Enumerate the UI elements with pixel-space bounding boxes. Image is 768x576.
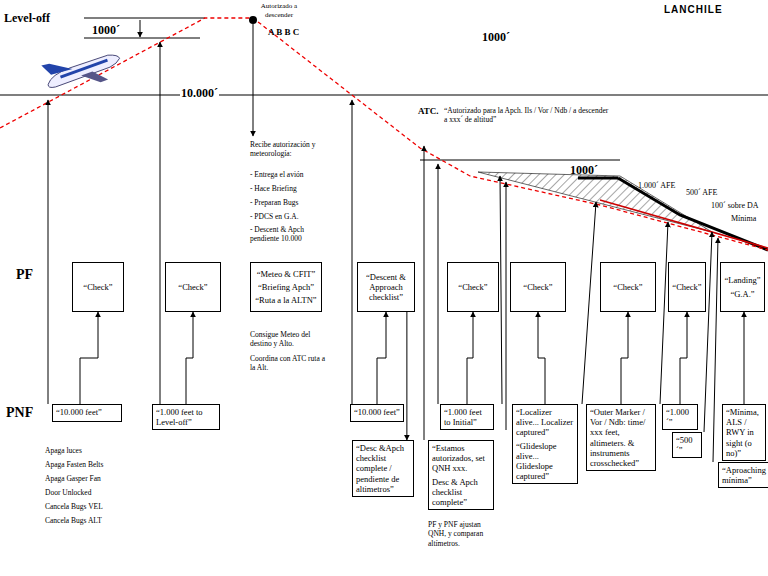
annotation-text: - Entrega el avión bbox=[250, 170, 330, 179]
annotation-text: - Hace Briefing bbox=[250, 184, 330, 193]
annotation-text: 1.000´ AFE bbox=[638, 181, 675, 191]
pnf-callout-box: “Localizer alive... Localizer captured”“… bbox=[512, 404, 578, 484]
flight-path bbox=[0, 18, 768, 250]
box-text: “Aproaching mínima” bbox=[722, 465, 768, 485]
connector-arrow bbox=[406, 312, 407, 440]
pnf-callout-box: “Desc &Apch checklist complete / pendien… bbox=[352, 440, 414, 497]
annotation-text: PF bbox=[16, 266, 33, 284]
pf-callout-box: “Check” bbox=[447, 262, 499, 312]
pf-callout-box: “Meteo & CFIT” “Briefing Apch” “Ruta a la … bbox=[250, 262, 322, 312]
box-text: “Check” bbox=[672, 282, 702, 292]
glide-path-red bbox=[600, 200, 768, 248]
annotation-text: A B B C bbox=[268, 27, 299, 38]
annotation-text: ATC. bbox=[418, 106, 439, 117]
pnf-callout-box: “Estamos autorizados, set QNH xxx.Desc &… bbox=[428, 440, 494, 510]
pf-callout-box: “Landing” “G.A.” bbox=[720, 262, 765, 312]
annotation-text: 1000´ bbox=[92, 23, 120, 38]
box-text: “Localizer alive... Localizer captured” bbox=[516, 407, 574, 438]
pnf-callout-box: “1.000 feet to Initial” bbox=[440, 404, 494, 430]
box-text: “Landing” bbox=[724, 275, 761, 285]
box-text: “Check” bbox=[76, 282, 120, 292]
annotation-text: Apaga luces bbox=[45, 446, 82, 455]
box-text: “Meteo & CFIT” bbox=[254, 269, 318, 279]
box-text: “Briefing Apch” bbox=[254, 282, 318, 292]
connector-arrow bbox=[467, 312, 473, 404]
annotation-text: 1000´ bbox=[482, 30, 510, 45]
connector-arrow bbox=[744, 312, 745, 404]
annotation-text: “Autorizado para la Apch. Ils / Vor / Nd… bbox=[444, 106, 609, 125]
connector-arrow bbox=[538, 312, 545, 404]
pnf-callout-box: “10.000 feet” bbox=[350, 404, 404, 422]
annotation-text: Apaga Gasper Fan bbox=[45, 474, 101, 483]
pnf-callout-box: “Aproaching mínima” bbox=[718, 462, 768, 488]
connector-arrow bbox=[621, 312, 628, 404]
box-text: “Mínima, ALS / RWY in sight (o no)” bbox=[726, 407, 762, 458]
ten-thousand-line bbox=[0, 94, 768, 95]
pf-callout-box: “Check” bbox=[165, 262, 221, 312]
pnf-callout-box: “10.000 feet” bbox=[52, 404, 122, 422]
annotation-text: 100´ sobre DA bbox=[710, 201, 760, 211]
annotation-text: - Descent & Apch pendiente 10.000 bbox=[250, 225, 326, 244]
connector-arrow bbox=[377, 312, 386, 404]
pnf-callout-box: “1.000 feet to Level-off” bbox=[152, 404, 220, 430]
initial-line bbox=[420, 160, 620, 161]
box-text: “Check” bbox=[604, 282, 652, 292]
leader-lines bbox=[48, 24, 718, 462]
annotation-text: Recibe autorización y meteorología: bbox=[250, 140, 330, 159]
level-off-line bbox=[84, 17, 205, 18]
box-text: “Descent & Approach checklist” bbox=[361, 272, 411, 303]
box-text: Desc & Apch checklist complete” bbox=[432, 477, 490, 508]
box-text: “10.000 feet” bbox=[354, 407, 400, 417]
annotation-text: - Preparan Bugs bbox=[250, 198, 330, 207]
annotation-text: - PDCS en G.A. bbox=[250, 212, 330, 221]
annotation-text: Autorizado a descender bbox=[256, 2, 302, 20]
annotation-text: 10.000´ bbox=[180, 86, 219, 101]
descent-point bbox=[249, 16, 257, 24]
gap-arrow bbox=[140, 20, 141, 37]
annotation-text: Consigue Meteo del destino y Alto. bbox=[250, 330, 325, 349]
annotation-text: PF y PNF ajustan QNH, y comparan altímet… bbox=[428, 520, 498, 548]
box-text: “Estamos autorizados, set QNH xxx. bbox=[432, 443, 490, 474]
box-text: “500´” bbox=[676, 435, 698, 455]
annotation-text: Level-off bbox=[4, 11, 50, 26]
box-text: “Check” bbox=[514, 282, 562, 292]
box-text: “1.000 feet to Level-off” bbox=[156, 407, 216, 427]
connector-arrow bbox=[680, 312, 687, 404]
annotation-text: Cancela Bugs ALT bbox=[45, 516, 102, 525]
annotation-text: 1000´ bbox=[570, 163, 598, 178]
box-text: “10.000 feet” bbox=[56, 407, 118, 417]
annotation-text: Door Unlocked bbox=[45, 488, 91, 497]
pf-callout-box: “Check” bbox=[510, 262, 566, 312]
box-text: “1.000´” bbox=[666, 407, 694, 427]
connector-arrow bbox=[186, 312, 193, 404]
pnf-callout-box: “Mínima, ALS / RWY in sight (o no)” bbox=[722, 404, 766, 461]
connector-arrow bbox=[80, 312, 98, 404]
annotation-text: Apaga Fasten Belts bbox=[45, 460, 103, 469]
annotation-text: PNF bbox=[6, 404, 33, 422]
pnf-callout-box: “500´” bbox=[672, 432, 702, 458]
annotation-text: LANCHILE bbox=[664, 4, 723, 17]
box-text: “1.000 feet to Initial” bbox=[444, 407, 490, 427]
pf-callout-box: “Check” bbox=[72, 262, 124, 312]
box-text: “Glideslope alive... Glideslope captured… bbox=[516, 441, 574, 482]
box-text: “G.A.” bbox=[724, 289, 761, 299]
box-text: “Ruta a la ALTN” bbox=[254, 295, 318, 305]
pf-callout-box: “Check” bbox=[668, 262, 706, 312]
pnf-callout-box: “1.000´” bbox=[662, 404, 698, 430]
annotation-text: Coordina con ATC ruta a la Alt. bbox=[250, 354, 325, 373]
annotation-text: Cancela Bugs VEL bbox=[45, 502, 103, 511]
annotation-text: 500´ AFE bbox=[686, 188, 717, 198]
glide-path bbox=[618, 178, 768, 250]
aircraft bbox=[41, 40, 125, 100]
pnf-callout-box: “Outer Marker / Vor / Ndb: time/ xxx fee… bbox=[586, 404, 656, 471]
pf-callout-box: “Descent & Approach checklist” bbox=[357, 262, 415, 312]
box-text: “Check” bbox=[451, 282, 495, 292]
box-text: “Check” bbox=[169, 282, 217, 292]
annotation-text: Mínima bbox=[730, 214, 757, 224]
box-text: “Desc &Apch checklist complete / pendien… bbox=[356, 443, 410, 494]
thousand-line bbox=[84, 38, 200, 39]
pf-callout-box: “Check” bbox=[600, 262, 656, 312]
box-text: “Outer Marker / Vor / Ndb: time/ xxx fee… bbox=[590, 407, 652, 468]
